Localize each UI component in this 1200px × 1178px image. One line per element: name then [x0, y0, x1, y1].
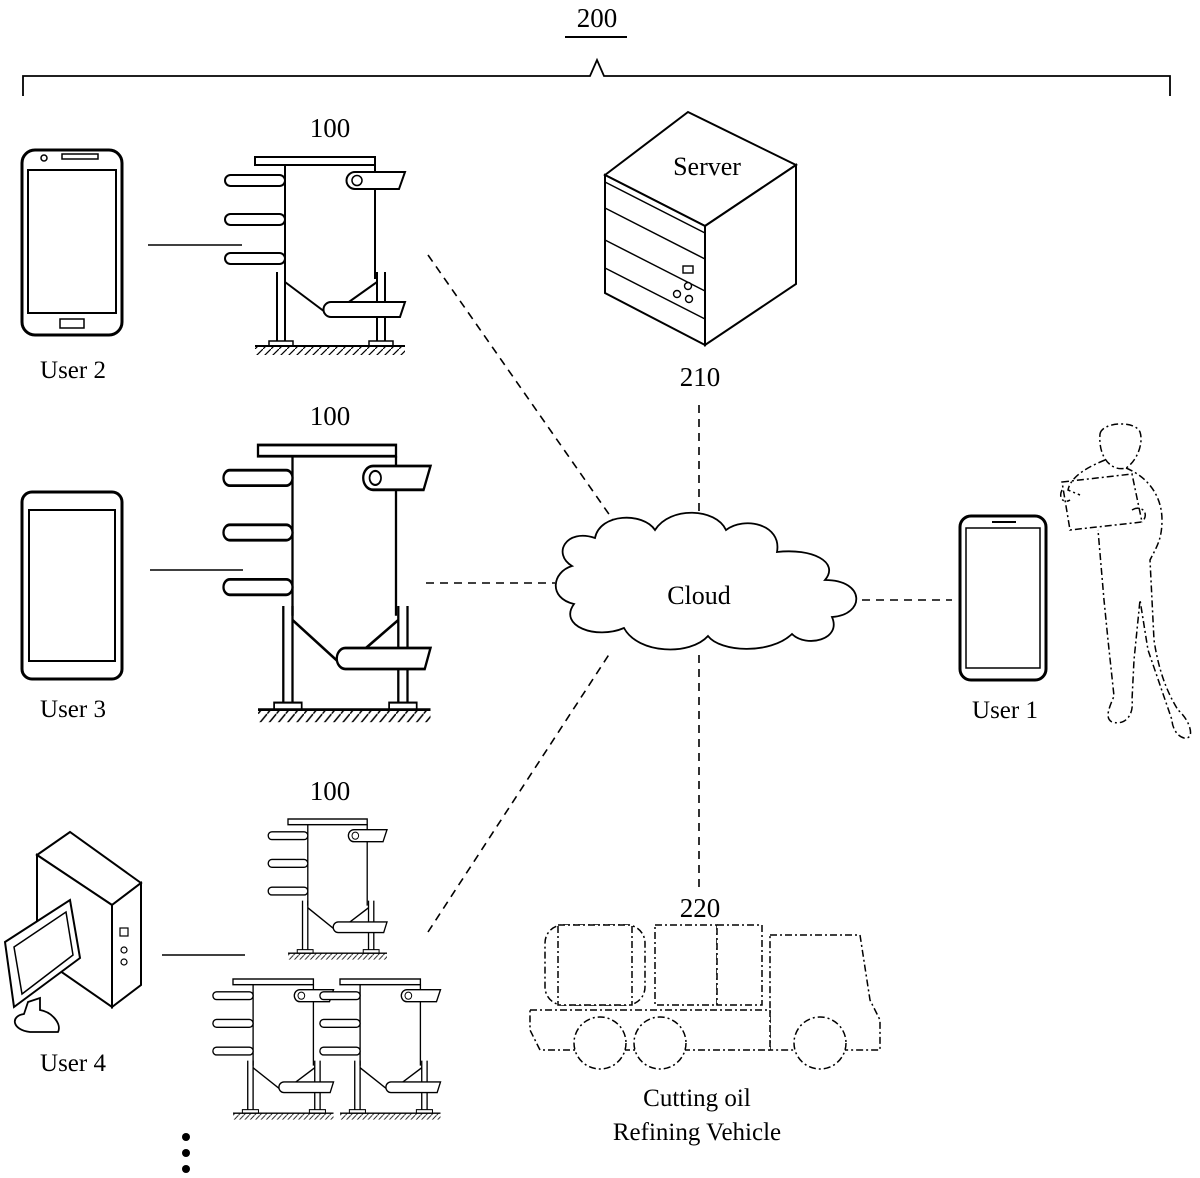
server-button: [686, 296, 693, 303]
user2-smartphone: [22, 150, 122, 335]
server-button: [674, 291, 681, 298]
user3-tablet: [22, 492, 122, 679]
apparatus-bottom-c: [320, 979, 441, 1120]
apparatus-top-ref: 100: [310, 113, 351, 143]
figure-brace: [23, 60, 1170, 96]
operator-body: [1068, 460, 1191, 738]
operator-figure: [1061, 424, 1191, 738]
cloud: Cloud: [556, 513, 857, 650]
vehicle-wheel: [634, 1017, 686, 1069]
vehicle-wheel: [574, 1017, 626, 1069]
apparatus-top: [225, 157, 405, 355]
operator-head: [1100, 424, 1141, 469]
server-status-led: [683, 266, 693, 273]
server: Server: [605, 112, 796, 345]
desktop-monitor-stand: [15, 998, 59, 1032]
user2-label: User 2: [40, 357, 106, 384]
apparatus-middle-ref: 100: [310, 401, 351, 431]
desktop-button: [121, 947, 127, 953]
user1-label: User 1: [972, 697, 1038, 724]
vehicle-wheel: [794, 1017, 846, 1069]
vehicle-label-line1: Cutting oil: [643, 1085, 751, 1112]
server-button: [685, 283, 692, 290]
cloud-label: Cloud: [667, 581, 731, 610]
link-apparatus-bottom: [428, 653, 610, 932]
server-ref: 210: [680, 362, 721, 392]
user4-label: User 4: [40, 1050, 106, 1077]
figure-ref: 200: [577, 3, 618, 33]
link-apparatus-top: [428, 255, 620, 530]
continuation-dots: [182, 1133, 190, 1173]
apparatus-bottom-a: [268, 819, 387, 960]
vehicle-label-line2: Refining Vehicle: [613, 1119, 781, 1146]
vehicle-cargo-box: [655, 925, 717, 1005]
server-label: Server: [673, 152, 741, 181]
vehicle-tank-band: [558, 925, 632, 1005]
vehicle-ref: 220: [680, 893, 721, 923]
vehicle-cargo-box: [717, 925, 762, 1005]
user4-desktop: [5, 832, 141, 1032]
user3-label: User 3: [40, 696, 106, 723]
desktop-tower-front: [112, 883, 141, 1007]
apparatus-middle: [224, 445, 431, 722]
operator-clipboard: [1062, 474, 1142, 530]
desktop-button: [121, 959, 127, 965]
desktop-button: [120, 928, 128, 936]
user1-smartphone: [960, 516, 1046, 680]
refining-vehicle: [530, 925, 880, 1069]
apparatus-bottom-ref: 100: [310, 776, 351, 806]
operator-arm: [1061, 490, 1146, 522]
apparatus-bottom-b: [213, 979, 334, 1120]
